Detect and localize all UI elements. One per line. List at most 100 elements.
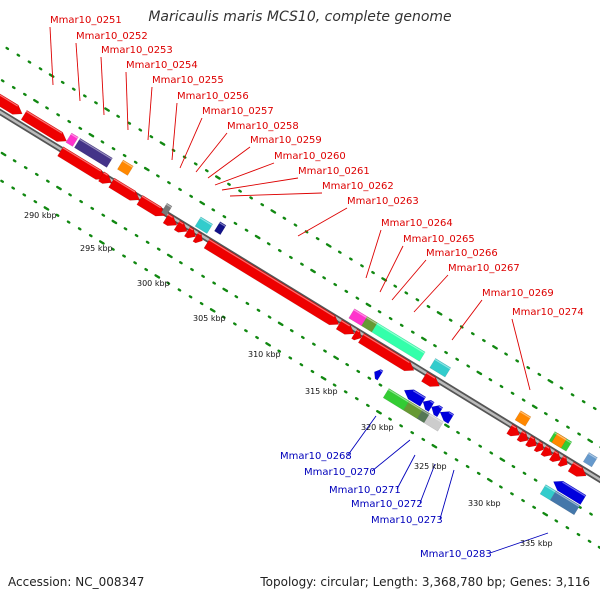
gene-highlight <box>521 431 526 435</box>
strand-tick <box>260 203 265 207</box>
strand-tick <box>16 53 21 57</box>
strand-tick <box>111 147 116 151</box>
strand-tick <box>371 270 375 275</box>
strand-tick <box>214 175 221 180</box>
strand-tick <box>233 221 238 226</box>
gene-feature <box>214 221 227 236</box>
strand-tick <box>365 302 372 308</box>
strand-tick <box>300 335 305 340</box>
gene-feature <box>98 171 112 184</box>
forward-gene-label[interactable]: Mmar10_0269 <box>482 288 554 299</box>
gene-highlight <box>538 441 543 445</box>
forward-gene-label[interactable]: Mmar10_0253 <box>101 45 173 56</box>
strand-tick <box>565 526 570 530</box>
gene-highlight <box>103 172 108 176</box>
strand-tick <box>515 359 520 363</box>
forward-gene-label[interactable]: Mmar10_0255 <box>152 75 224 86</box>
gene-highlight <box>545 445 550 449</box>
forward-gene-label[interactable]: Mmar10_0257 <box>202 106 274 117</box>
forward-gene-label[interactable]: Mmar10_0267 <box>448 263 520 274</box>
forward-gene-label[interactable]: Mmar10_0262 <box>322 181 394 192</box>
reverse-gene-label[interactable]: Mmar10_0271 <box>329 485 401 496</box>
leader-line-forward <box>214 162 275 186</box>
strand-tick <box>60 80 65 85</box>
strand-tick <box>145 240 150 244</box>
strand-tick <box>511 464 516 469</box>
gene-highlight <box>219 222 226 227</box>
strand-tick <box>199 301 204 306</box>
strand-tick <box>144 267 149 272</box>
strand-tick <box>33 200 38 204</box>
forward-gene-label[interactable]: Mmar10_0261 <box>298 166 370 177</box>
strand-tick <box>23 166 28 170</box>
gene-feature <box>553 480 587 505</box>
scale-label: 290 kbp <box>24 211 57 220</box>
leader-line-reverse <box>371 439 411 472</box>
strand-tick <box>381 277 388 282</box>
strand-tick <box>82 94 87 98</box>
strand-tick <box>0 179 4 183</box>
forward-gene-label[interactable]: Mmar10_0260 <box>274 151 346 162</box>
strand-tick <box>288 356 293 360</box>
gene-highlight <box>376 323 425 354</box>
forward-gene-label[interactable]: Mmar10_0254 <box>126 60 198 71</box>
gene-feature <box>65 132 79 147</box>
reverse-gene-label[interactable]: Mmar10_0273 <box>371 515 443 526</box>
strand-tick <box>11 85 16 90</box>
forward-gene-label[interactable]: Mmar10_0256 <box>177 91 249 102</box>
gene-highlight <box>511 424 517 429</box>
reverse-gene-label[interactable]: Mmar10_0270 <box>304 467 376 478</box>
strand-tick <box>482 338 486 343</box>
strand-tick <box>277 249 282 253</box>
gene-highlight <box>167 214 173 218</box>
strand-tick <box>254 234 261 240</box>
gene-highlight <box>353 309 367 319</box>
strand-tick <box>299 363 304 367</box>
strand-tick <box>578 505 582 509</box>
leader-line-reverse <box>396 454 416 490</box>
strand-tick <box>149 135 154 139</box>
gene-highlight <box>519 411 531 419</box>
strand-tick <box>71 87 76 91</box>
strand-tick <box>499 384 504 389</box>
strand-tick <box>178 187 182 192</box>
gene-feature <box>203 238 340 326</box>
strand-tick <box>444 350 448 355</box>
strand-tick <box>476 370 483 376</box>
strand-tick <box>349 257 353 261</box>
reverse-gene-label[interactable]: Mmar10_0283 <box>420 549 492 560</box>
forward-gene-label[interactable]: Mmar10_0266 <box>426 248 498 259</box>
forward-gene-label[interactable]: Mmar10_0251 <box>50 15 122 26</box>
leader-line-forward <box>195 132 228 173</box>
gene-highlight <box>408 401 423 411</box>
strand-tick <box>101 213 106 217</box>
forward-gene-label[interactable]: Mmar10_0259 <box>250 135 322 146</box>
forward-gene-label[interactable]: Mmar10_0263 <box>347 196 419 207</box>
strand-tick <box>34 172 39 177</box>
reverse-gene-label[interactable]: Mmar10_0268 <box>280 451 352 462</box>
scale-label: 325 kbp <box>414 462 447 471</box>
strand-tick <box>433 344 437 348</box>
genome-summary: Topology: circular; Length: 3,368,780 bp… <box>260 575 590 589</box>
leader-line-forward <box>391 259 427 301</box>
gene-feature <box>421 371 440 387</box>
strand-tick <box>300 262 304 266</box>
gene-feature <box>108 177 141 201</box>
forward-gene-label[interactable]: Mmar10_0252 <box>76 31 148 42</box>
strand-tick <box>232 322 237 326</box>
strand-tick <box>367 376 372 380</box>
forward-gene-label[interactable]: Mmar10_0274 <box>512 307 584 318</box>
strand-tick <box>159 141 166 146</box>
strand-tick <box>388 417 392 421</box>
reverse-gene-label[interactable]: Mmar10_0272 <box>351 499 423 510</box>
forward-gene-label[interactable]: Mmar10_0264 <box>381 218 453 229</box>
strand-tick <box>589 512 593 516</box>
strand-tick <box>111 247 115 251</box>
gene-feature <box>374 369 384 381</box>
forward-gene-label[interactable]: Mmar10_0265 <box>403 234 475 245</box>
strand-tick <box>587 438 594 444</box>
strand-tick <box>43 206 50 211</box>
forward-gene-label[interactable]: Mmar10_0258 <box>227 121 299 132</box>
strand-tick <box>315 237 320 241</box>
